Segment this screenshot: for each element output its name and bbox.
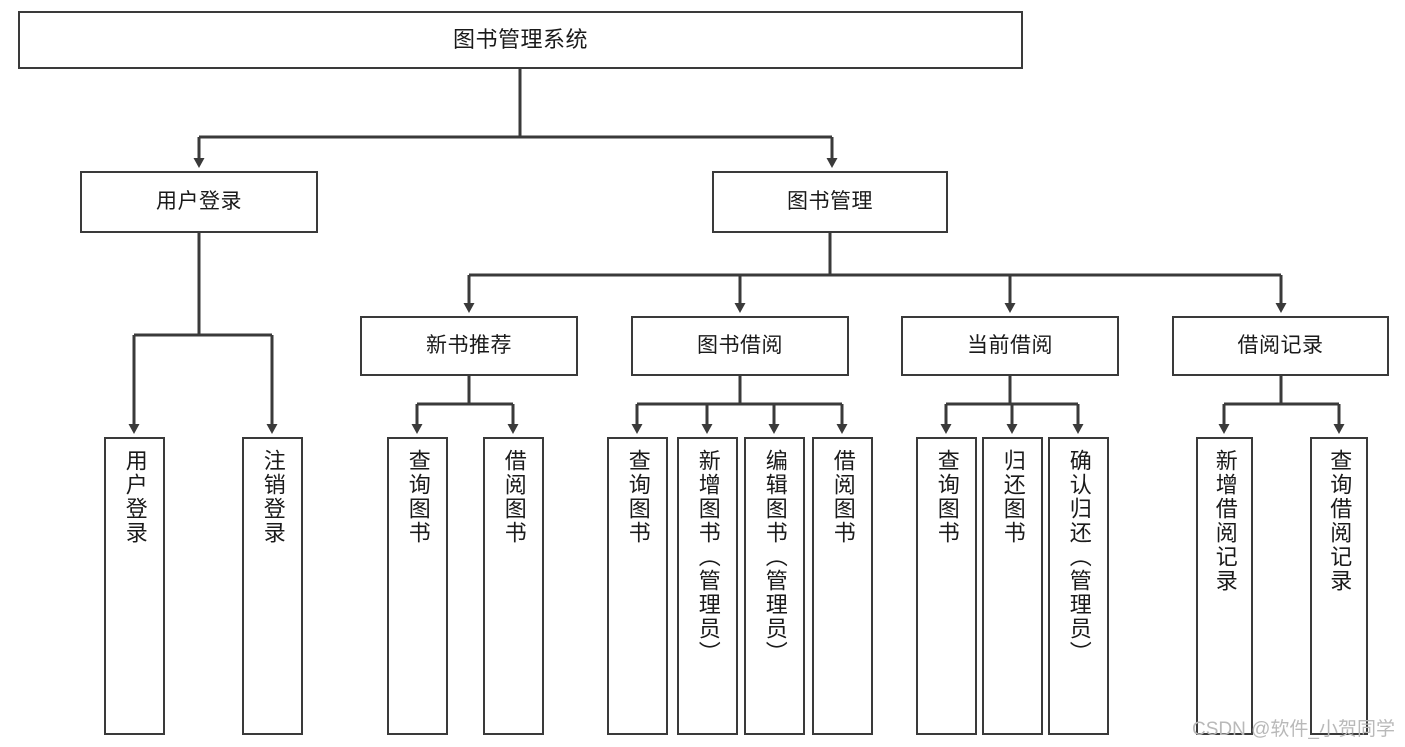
node-leaf-borrow-book-label: 借阅图书: [830, 449, 856, 545]
node-leaf-query-record-label: 查询借阅记录: [1327, 449, 1353, 593]
node-leaf-return-book[interactable]: 归还图书: [982, 437, 1043, 735]
node-leaf-query-book-cur-label: 查询图书: [934, 449, 960, 545]
node-leaf-borrow-book-rec-label: 借阅图书: [501, 449, 527, 545]
node-leaf-add-record-label: 新增借阅记录: [1212, 449, 1238, 593]
node-current-borrow[interactable]: 当前借阅: [901, 316, 1119, 376]
node-leaf-add-book-label: 新增图书（管理员）: [695, 449, 721, 665]
node-book-manage-label: 图书管理: [787, 189, 873, 213]
node-leaf-query-book-borrow[interactable]: 查询图书: [607, 437, 668, 735]
node-user-login-label: 用户登录: [156, 189, 242, 213]
node-leaf-confirm-return-label: 确认归还（管理员）: [1066, 449, 1092, 665]
node-leaf-user-logout[interactable]: 注销登录: [242, 437, 303, 735]
node-leaf-return-book-label: 归还图书: [1000, 449, 1026, 545]
node-current-borrow-label: 当前借阅: [967, 333, 1053, 357]
node-leaf-edit-book[interactable]: 编辑图书（管理员）: [744, 437, 805, 735]
node-leaf-user-logout-label: 注销登录: [260, 449, 286, 545]
node-leaf-query-book-rec-label: 查询图书: [405, 449, 431, 545]
node-new-book-rec[interactable]: 新书推荐: [360, 316, 578, 376]
node-borrow-record[interactable]: 借阅记录: [1172, 316, 1389, 376]
node-book-borrow-label: 图书借阅: [697, 333, 783, 357]
node-leaf-borrow-book-rec[interactable]: 借阅图书: [483, 437, 544, 735]
node-root-label: 图书管理系统: [452, 27, 588, 53]
node-user-login[interactable]: 用户登录: [80, 171, 318, 233]
node-borrow-record-label: 借阅记录: [1237, 333, 1324, 357]
node-leaf-query-record[interactable]: 查询借阅记录: [1310, 437, 1368, 735]
node-leaf-user-login-label: 用户登录: [122, 449, 148, 545]
node-leaf-edit-book-label: 编辑图书（管理员）: [762, 449, 788, 665]
node-leaf-add-book[interactable]: 新增图书（管理员）: [677, 437, 738, 735]
node-leaf-query-book-cur[interactable]: 查询图书: [916, 437, 977, 735]
node-leaf-confirm-return[interactable]: 确认归还（管理员）: [1048, 437, 1109, 735]
csdn-watermark: CSDN @软件_小贺同学: [1192, 719, 1395, 740]
node-book-manage[interactable]: 图书管理: [712, 171, 948, 233]
node-leaf-query-book-borrow-label: 查询图书: [625, 449, 651, 545]
node-leaf-add-record[interactable]: 新增借阅记录: [1196, 437, 1253, 735]
node-root[interactable]: 图书管理系统: [18, 11, 1023, 69]
node-book-borrow[interactable]: 图书借阅: [631, 316, 849, 376]
node-leaf-query-book-rec[interactable]: 查询图书: [387, 437, 448, 735]
node-new-book-rec-label: 新书推荐: [426, 333, 512, 357]
node-leaf-user-login[interactable]: 用户登录: [104, 437, 165, 735]
node-leaf-borrow-book[interactable]: 借阅图书: [812, 437, 873, 735]
